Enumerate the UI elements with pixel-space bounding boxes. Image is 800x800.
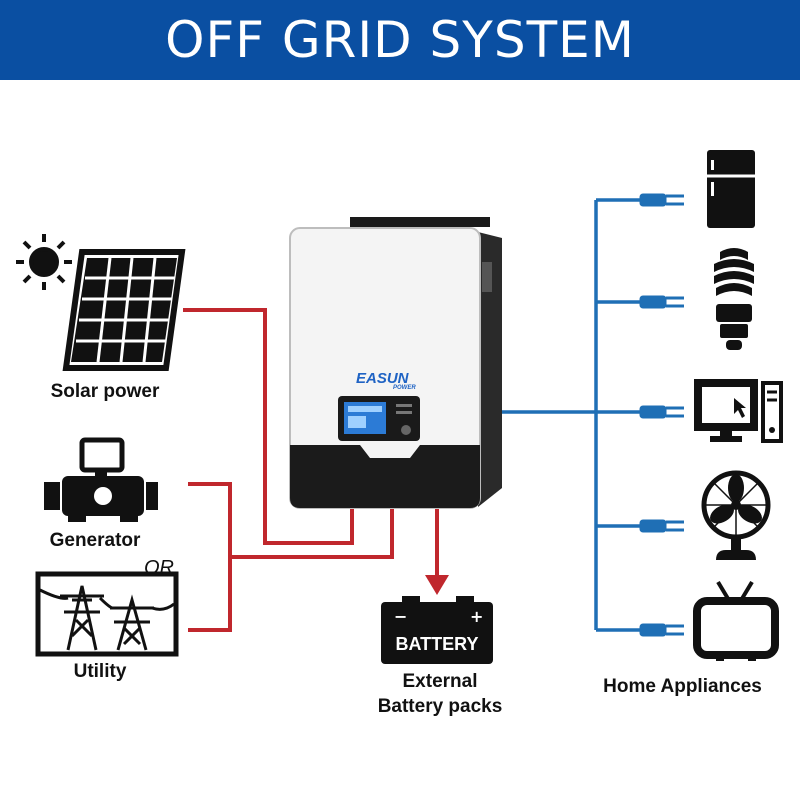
sun-icon bbox=[16, 234, 72, 290]
ac-input-line bbox=[230, 500, 394, 559]
battery-badge: BATTERY bbox=[396, 634, 479, 654]
home-appliances-label: Home Appliances bbox=[603, 676, 762, 697]
output-lines bbox=[500, 198, 648, 632]
inverter-unit bbox=[289, 217, 502, 509]
generator-icon bbox=[44, 437, 158, 522]
battery-label-line1: External bbox=[402, 671, 478, 692]
solar-panel-icon bbox=[62, 249, 186, 371]
plug-icons bbox=[639, 193, 684, 637]
solar-power-label: Solar power bbox=[50, 381, 160, 402]
power-tower-icon bbox=[35, 571, 179, 657]
page-title: OFF GRID SYSTEM bbox=[165, 11, 635, 69]
svg-text:−: − bbox=[394, 607, 407, 626]
fan-icon bbox=[701, 470, 771, 560]
plug-icon bbox=[639, 623, 684, 637]
input-lines bbox=[183, 308, 394, 632]
solar-line bbox=[183, 308, 354, 545]
refrigerator-icon bbox=[707, 150, 755, 228]
battery-icon: − + bbox=[381, 596, 493, 664]
plug-icon bbox=[639, 405, 684, 419]
title-banner: OFF GRID SYSTEM bbox=[0, 0, 800, 80]
or-label: OR bbox=[144, 557, 174, 579]
plug-icon bbox=[639, 519, 684, 533]
computer-icon bbox=[694, 379, 783, 443]
generator-label: Generator bbox=[49, 530, 141, 551]
generator-line bbox=[188, 482, 232, 632]
utility-label: Utility bbox=[73, 661, 127, 682]
brand-logo: EASUN bbox=[356, 370, 410, 387]
brand-logo-sub: POWER bbox=[393, 385, 416, 391]
battery-label-line2: Battery packs bbox=[377, 696, 503, 717]
tv-icon bbox=[693, 580, 779, 661]
plug-icon bbox=[639, 193, 684, 207]
svg-text:+: + bbox=[470, 607, 483, 626]
lightbulb-icon bbox=[714, 248, 754, 350]
plug-icon bbox=[639, 295, 684, 309]
